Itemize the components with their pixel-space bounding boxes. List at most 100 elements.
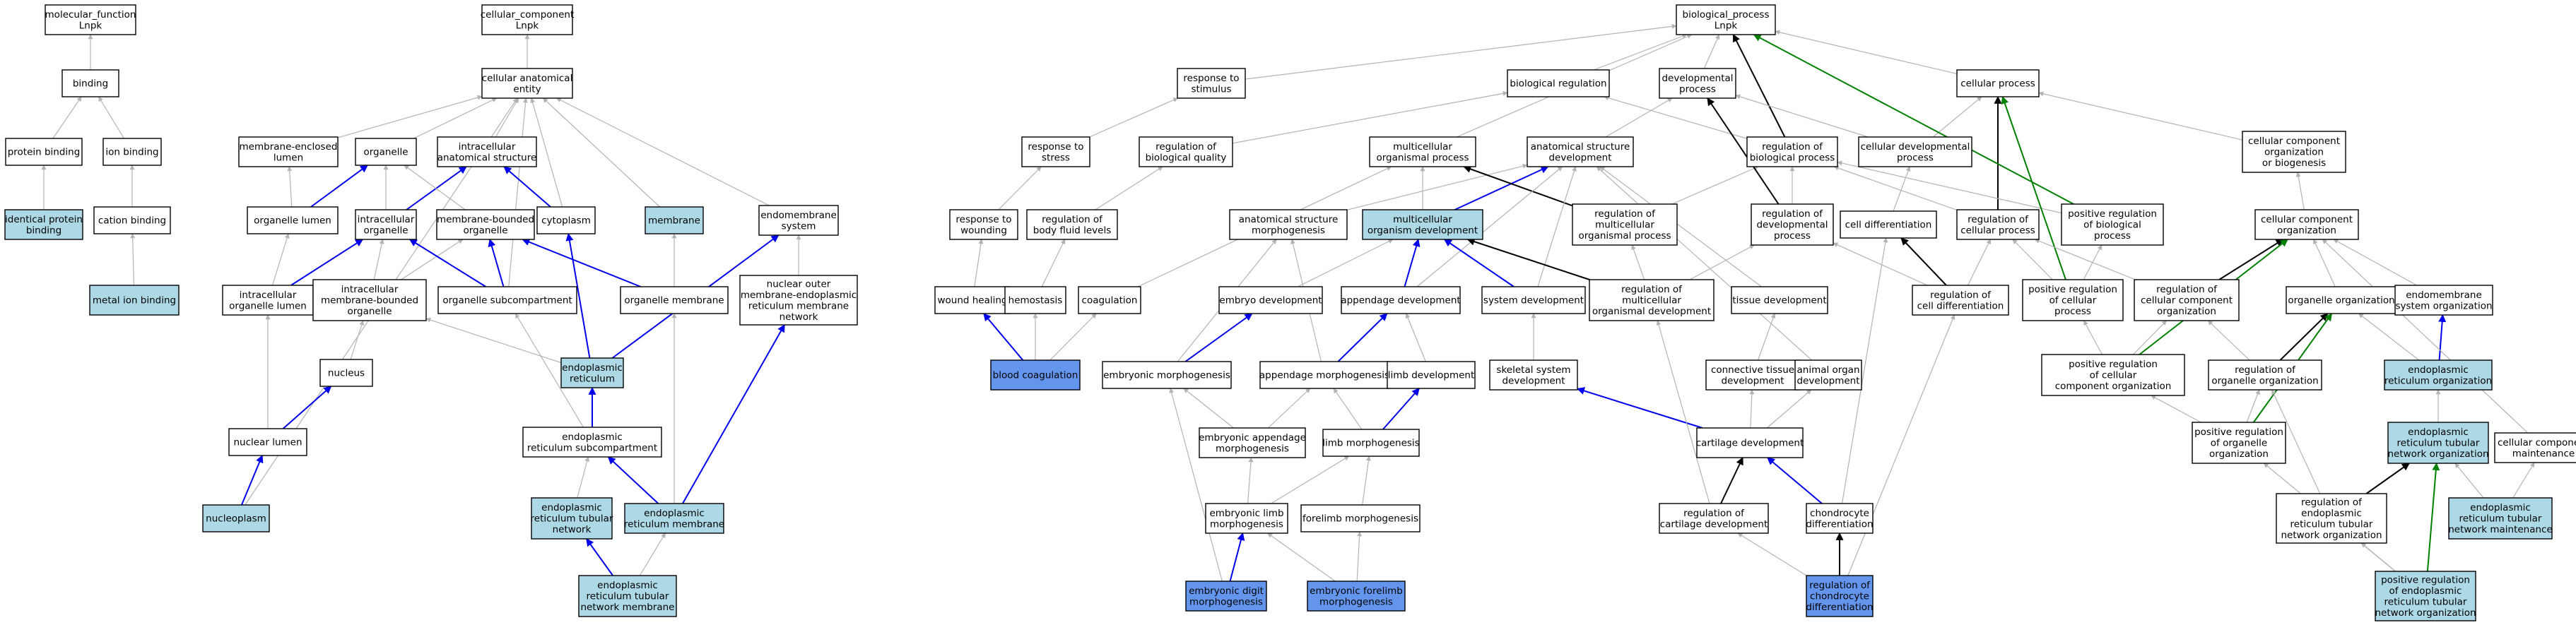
term-box	[934, 286, 1011, 314]
term-node-limb_morphogenesis[interactable]: limb morphogenesis	[1322, 429, 1420, 457]
term-node-nucleoplasm[interactable]: nucleoplasm	[202, 504, 270, 532]
term-node-metal_ion_binding[interactable]: metal ion binding	[89, 285, 180, 316]
edge-embryonic_limb_morphogenesis-to-embryonic_appendage_morphogenesis	[1247, 457, 1254, 504]
term-node-cellular_process[interactable]: cellular process	[1956, 69, 2040, 97]
term-node-embryo_development[interactable]: embryo development	[1218, 286, 1323, 314]
term-node-appendage_development[interactable]: appendage development	[1341, 286, 1461, 314]
term-node-cell_differentiation[interactable]: cell differentiation	[1840, 210, 1937, 239]
term-node-cartilage_development[interactable]: cartilage development	[1696, 427, 1804, 458]
term-node-forelimb_morphogenesis[interactable]: forelimb morphogenesis	[1300, 504, 1421, 532]
term-node-organelle_lumen[interactable]: organelle lumen	[247, 206, 339, 234]
term-node-nucleus[interactable]: nucleus	[319, 359, 373, 387]
term-node-membrane[interactable]: membrane	[645, 206, 704, 234]
term-node-cytoplasm[interactable]: cytoplasm	[536, 206, 596, 234]
term-node-organelle_subcompartment[interactable]: organelle subcompartment	[437, 286, 577, 314]
term-node-cellular_component_maintenance[interactable]: cellular componentmaintenance	[2494, 432, 2576, 463]
term-node-coagulation[interactable]: coagulation	[1078, 286, 1141, 314]
term-label: intracellular	[459, 141, 516, 153]
term-node-organelle_membrane[interactable]: organelle membrane	[620, 286, 729, 314]
term-node-wound_healing[interactable]: wound healing	[934, 286, 1011, 314]
term-node-embryonic_morphogenesis[interactable]: embryonic morphogenesis	[1102, 361, 1232, 389]
term-node-organelle_organization[interactable]: organelle organization	[2286, 286, 2397, 314]
term-node-system_development[interactable]: system development	[1481, 286, 1586, 314]
term-node-tissue_development[interactable]: tissue development	[1731, 286, 1828, 314]
term-node-organelle[interactable]: organelle	[355, 138, 417, 166]
term-label: biological_process	[1683, 9, 1770, 20]
term-label: multicellular	[1393, 214, 1452, 225]
term-label: or biogenesis	[2262, 157, 2326, 169]
term-node-limb_development[interactable]: limb development	[1387, 361, 1476, 389]
term-node-nuclear_outer[interactable]: nuclear outermembrane-endoplasmicreticul…	[739, 275, 858, 326]
term-node-ion_binding[interactable]: ion binding	[102, 138, 162, 166]
term-label: biological quality	[1146, 152, 1227, 163]
term-node-biological_regulation[interactable]: biological regulation	[1507, 69, 1610, 97]
term-node-blood_coagulation[interactable]: blood coagulation	[990, 359, 1081, 391]
term-node-nuclear_lumen[interactable]: nuclear lumen	[228, 428, 307, 456]
term-node-cation_binding[interactable]: cation binding	[93, 206, 171, 234]
term-node-protein_binding[interactable]: protein binding	[5, 138, 83, 166]
term-node-binding[interactable]: binding	[61, 69, 119, 97]
term-box	[758, 205, 839, 236]
term-node-hemostasis[interactable]: hemostasis	[1004, 286, 1066, 314]
term-node-appendage_morphogenesis[interactable]: appendage morphogenesis	[1259, 361, 1389, 389]
